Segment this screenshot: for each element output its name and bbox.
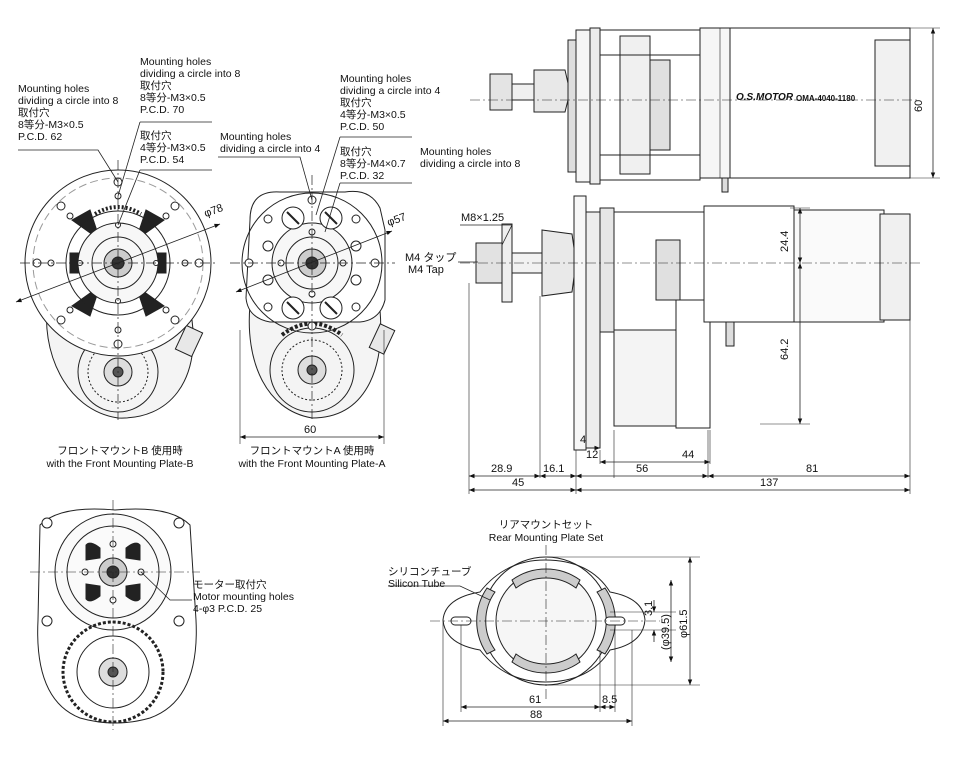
front-a-caption: フロントマウントA 使用時 with the Front Mounting Pl… bbox=[232, 445, 392, 471]
motor-top-view bbox=[470, 27, 940, 193]
note-line: Mounting holes bbox=[220, 131, 292, 143]
note-line: 取付穴 bbox=[140, 130, 172, 142]
front-a-note-mid: 取付穴 8等分-M4×0.7 P.C.D. 32 bbox=[340, 146, 406, 182]
front-a-note-left: Mounting holes dividing a circle into 4 bbox=[220, 131, 320, 155]
note-line: 取付穴 bbox=[18, 107, 50, 119]
note-line: dividing a circle into 8 bbox=[18, 95, 119, 107]
front-view-a bbox=[218, 136, 412, 444]
note-line: P.C.D. 70 bbox=[140, 104, 185, 116]
dim-88: 88 bbox=[530, 709, 543, 721]
note-line: 4等分-M3×0.5 bbox=[140, 142, 206, 154]
tube-jp: シリコンチューブ bbox=[388, 566, 472, 578]
dim-39-5: (φ39.5) bbox=[660, 614, 672, 650]
note-line: 取付穴 bbox=[340, 97, 372, 109]
note-line: P.C.D. 54 bbox=[140, 154, 185, 166]
note-line: dividing a circle into 8 bbox=[140, 68, 241, 80]
front-view-b bbox=[15, 121, 221, 420]
dim-64-2: 64.2 bbox=[779, 338, 791, 360]
motor-side-view bbox=[458, 195, 920, 494]
rear-view bbox=[30, 500, 200, 730]
dim-16-1: 16.1 bbox=[543, 463, 565, 475]
caption-en: with the Front Mounting Plate-A bbox=[238, 458, 386, 470]
note-line: dividing a circle into 4 bbox=[340, 85, 441, 97]
note-line: Mounting holes bbox=[420, 146, 492, 158]
front-b-note-left: Mounting holes dividing a circle into 8 … bbox=[18, 83, 118, 143]
note-line: Motor mounting holes bbox=[193, 591, 294, 603]
tap-en: M4 Tap bbox=[408, 264, 444, 276]
note-line: 4-φ3 P.C.D. 25 bbox=[193, 603, 263, 615]
dim-61-5: φ61.5 bbox=[678, 609, 690, 638]
note-line: Mounting holes bbox=[140, 56, 212, 68]
rear-motor-note: モーター取付穴 Motor mounting holes 4-φ3 P.C.D.… bbox=[193, 579, 294, 615]
note-line: 8等分-M3×0.5 bbox=[140, 92, 206, 104]
caption-en: with the Front Mounting Plate-B bbox=[46, 458, 194, 470]
dim-thread: M8×1.25 bbox=[461, 212, 505, 224]
dim-61: 61 bbox=[529, 694, 542, 706]
dim-137: 137 bbox=[760, 477, 779, 489]
dim-8-5: 8.5 bbox=[602, 694, 618, 706]
front-a-width: 60 bbox=[304, 424, 317, 436]
note-line: 8等分-M4×0.7 bbox=[340, 158, 406, 170]
caption-jp: フロントマウントA 使用時 bbox=[249, 445, 375, 457]
dim-3-1: 3.1 bbox=[643, 600, 655, 616]
dim-60-height: 60 bbox=[913, 99, 925, 112]
title-en: Rear Mounting Plate Set bbox=[488, 532, 604, 544]
rear-plate-title: リアマウントセット Rear Mounting Plate Set bbox=[460, 519, 632, 545]
note-line: モーター取付穴 bbox=[193, 579, 267, 591]
motor-model: OMA-4040-1180 bbox=[796, 94, 856, 103]
dim-81: 81 bbox=[806, 463, 819, 475]
dim-28-9: 28.9 bbox=[491, 463, 513, 475]
note-line: Mounting holes bbox=[340, 73, 412, 85]
tube-note: シリコンチューブ Silicon Tube bbox=[388, 566, 471, 590]
rear-mounting-plate bbox=[388, 545, 700, 726]
front-b-caption: フロントマウントB 使用時 with the Front Mounting Pl… bbox=[40, 445, 200, 471]
note-line: 8等分-M3×0.5 bbox=[18, 119, 84, 131]
front-a-note-top: Mounting holes dividing a circle into 4 … bbox=[340, 73, 440, 133]
note-line: dividing a circle into 4 bbox=[220, 143, 321, 155]
note-line: Mounting holes bbox=[18, 83, 90, 95]
dim-4: 4 bbox=[580, 434, 587, 446]
note-line: P.C.D. 62 bbox=[18, 131, 63, 143]
dim-24-4: 24.4 bbox=[779, 230, 791, 252]
motor-brand: O.S.MOTOR bbox=[736, 92, 794, 103]
note-line: 取付穴 bbox=[340, 146, 372, 158]
note-line: P.C.D. 32 bbox=[340, 170, 385, 182]
tap-jp: M4 タップ bbox=[405, 252, 457, 264]
dim-12: 12 bbox=[586, 449, 599, 461]
tube-en: Silicon Tube bbox=[388, 578, 446, 590]
dim-56: 56 bbox=[636, 463, 649, 475]
note-line: 取付穴 bbox=[140, 80, 172, 92]
note-line: dividing a circle into 8 bbox=[420, 158, 521, 170]
dim-44: 44 bbox=[682, 449, 695, 461]
title-jp: リアマウントセット bbox=[498, 519, 594, 531]
note-line: P.C.D. 50 bbox=[340, 121, 385, 133]
front-b-note-mid: 取付穴 4等分-M3×0.5 P.C.D. 54 bbox=[140, 130, 206, 166]
caption-jp: フロントマウントB 使用時 bbox=[57, 445, 183, 457]
front-b-note-top: Mounting holes dividing a circle into 8 … bbox=[140, 56, 240, 116]
note-line: 4等分-M3×0.5 bbox=[340, 109, 406, 121]
front-a-note-right: Mounting holes dividing a circle into 8 bbox=[420, 146, 520, 170]
dim-45: 45 bbox=[512, 477, 525, 489]
